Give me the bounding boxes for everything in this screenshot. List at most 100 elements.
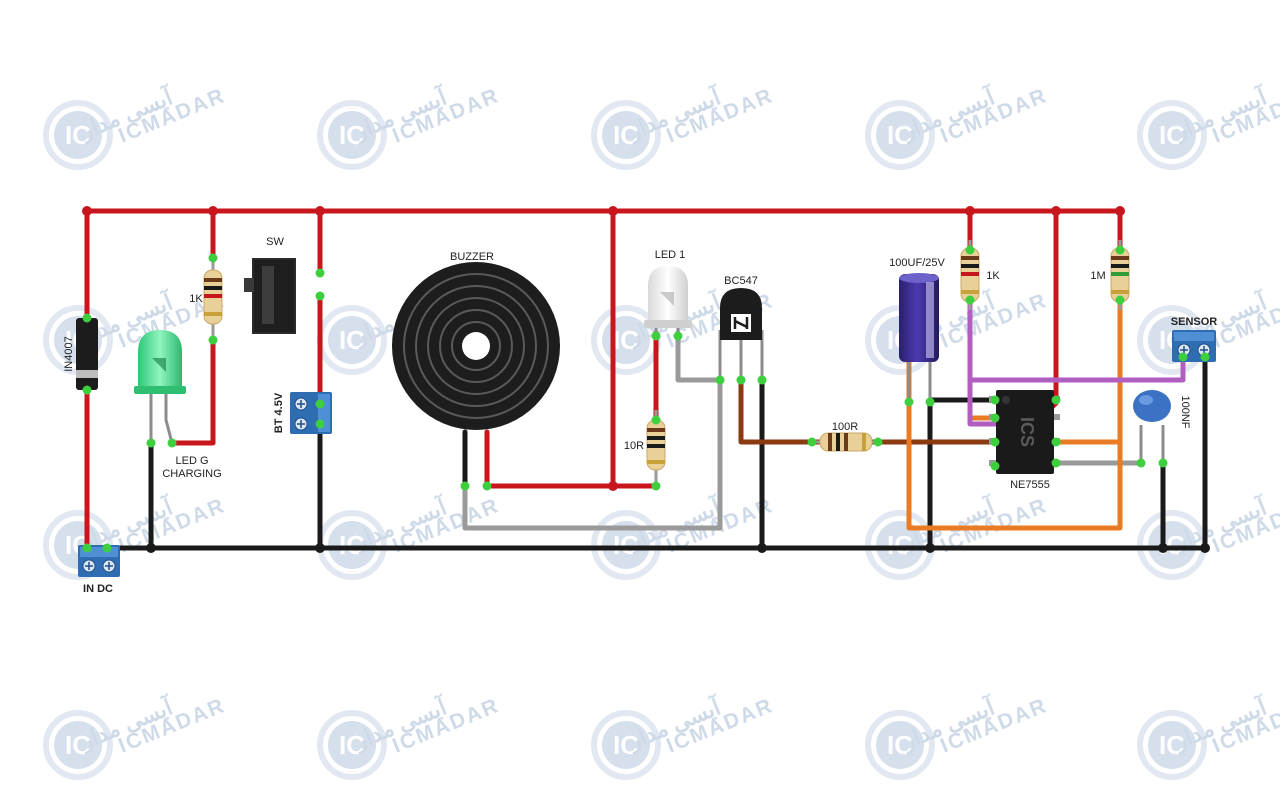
- connection-node: [990, 461, 1000, 471]
- watermark-logo-text: IC: [1159, 730, 1185, 760]
- connection-node: [1200, 352, 1210, 362]
- resistor-1m: [1110, 240, 1130, 310]
- label-capacitor: 100UF/25V: [889, 257, 945, 269]
- connection-node: [315, 419, 325, 429]
- connection-node: [990, 413, 1000, 423]
- labels: IN DC IN4007 LED G CHARGING 1K SW BT 4.5…: [63, 236, 1217, 595]
- watermark-logo-text: IC: [65, 120, 91, 150]
- watermark-logo-text: IC: [339, 325, 365, 355]
- connection-node: [146, 438, 156, 448]
- cap-orange: [906, 297, 1123, 531]
- ground-junction: [1158, 543, 1168, 553]
- vcc-junction: [608, 206, 618, 216]
- led-g-charging: [134, 330, 186, 444]
- connection-node: [208, 253, 218, 263]
- watermark-logo-text: IC: [613, 120, 639, 150]
- label-res-1k-right: 1K: [986, 270, 1000, 282]
- connection-node: [965, 245, 975, 255]
- connection-node: [82, 313, 92, 323]
- ground-junctions: [146, 543, 1210, 553]
- watermark-logo-text: IC: [613, 325, 639, 355]
- buzzer: [392, 262, 560, 430]
- watermark-logo-text: IC: [339, 730, 365, 760]
- vcc-junction: [608, 481, 618, 491]
- buzzer-transistor-gray: [462, 377, 723, 531]
- connection-node: [1051, 437, 1061, 447]
- led-g-anode-wire: [169, 337, 216, 446]
- label-ic: NE7555: [1010, 479, 1050, 491]
- switch-sw[interactable]: [244, 258, 296, 334]
- label-led-g: LED G: [175, 455, 208, 467]
- connection-node: [482, 481, 492, 491]
- battery-terminal: [290, 392, 332, 434]
- ground-junction: [315, 543, 325, 553]
- watermark-logo-text: IC: [613, 730, 639, 760]
- connection-node: [315, 268, 325, 278]
- connection-node: [673, 331, 683, 341]
- ic-ne7555: ICS: [989, 390, 1060, 474]
- label-battery: BT 4.5V: [273, 392, 285, 433]
- capacitor-100uf: [899, 273, 939, 402]
- watermark-logo-text: IC: [887, 120, 913, 150]
- ground-junction: [925, 543, 935, 553]
- watermark-logo-text: IC: [887, 530, 913, 560]
- connection-node: [715, 375, 725, 385]
- connection-node: [1136, 458, 1146, 468]
- watermark-logo-text: IC: [613, 530, 639, 560]
- connection-node: [965, 295, 975, 305]
- connection-node: [1115, 245, 1125, 255]
- ic-purple: [967, 377, 998, 427]
- label-transistor: BC547: [724, 275, 758, 287]
- connection-node: [1158, 458, 1168, 468]
- watermark-logo-text: IC: [887, 730, 913, 760]
- resistor-100r: [812, 432, 878, 452]
- connection-node: [925, 397, 935, 407]
- ground-junction: [146, 543, 156, 553]
- connection-node: [1115, 295, 1125, 305]
- connection-node: [82, 385, 92, 395]
- capacitor-100nf: [1133, 390, 1171, 463]
- connection-node: [990, 395, 1000, 405]
- connection-node: [736, 375, 746, 385]
- watermark-logo-text: IC: [339, 120, 365, 150]
- base-resistor-brown: [738, 377, 823, 445]
- ic-logo: ICS: [1017, 417, 1037, 447]
- watermark-logo-text: IC: [65, 730, 91, 760]
- connection-node: [1051, 395, 1061, 405]
- connection-node: [1051, 458, 1061, 468]
- label-res-10r: 10R: [624, 440, 644, 452]
- vcc-junction: [82, 206, 92, 216]
- connection-node: [651, 481, 661, 491]
- ground-junction: [1200, 543, 1210, 553]
- label-in-dc: IN DC: [83, 583, 113, 595]
- connection-node: [873, 437, 883, 447]
- connection-node: [757, 375, 767, 385]
- label-res-1k-left: 1K: [189, 293, 203, 305]
- label-buzzer: BUZZER: [450, 251, 494, 263]
- vcc-junction: [208, 206, 218, 216]
- led1-collector-gray: [675, 330, 723, 383]
- in-dc-terminal: [78, 545, 120, 577]
- connection-node: [651, 331, 661, 341]
- connection-node: [990, 437, 1000, 447]
- label-sensor: SENSOR: [1171, 316, 1218, 328]
- diode-in4007: [76, 318, 98, 390]
- connection-nodes: [82, 245, 1210, 553]
- watermark-logo-text: IC: [1159, 120, 1185, 150]
- label-res-100r: 100R: [832, 421, 858, 433]
- label-led1: LED 1: [655, 249, 686, 261]
